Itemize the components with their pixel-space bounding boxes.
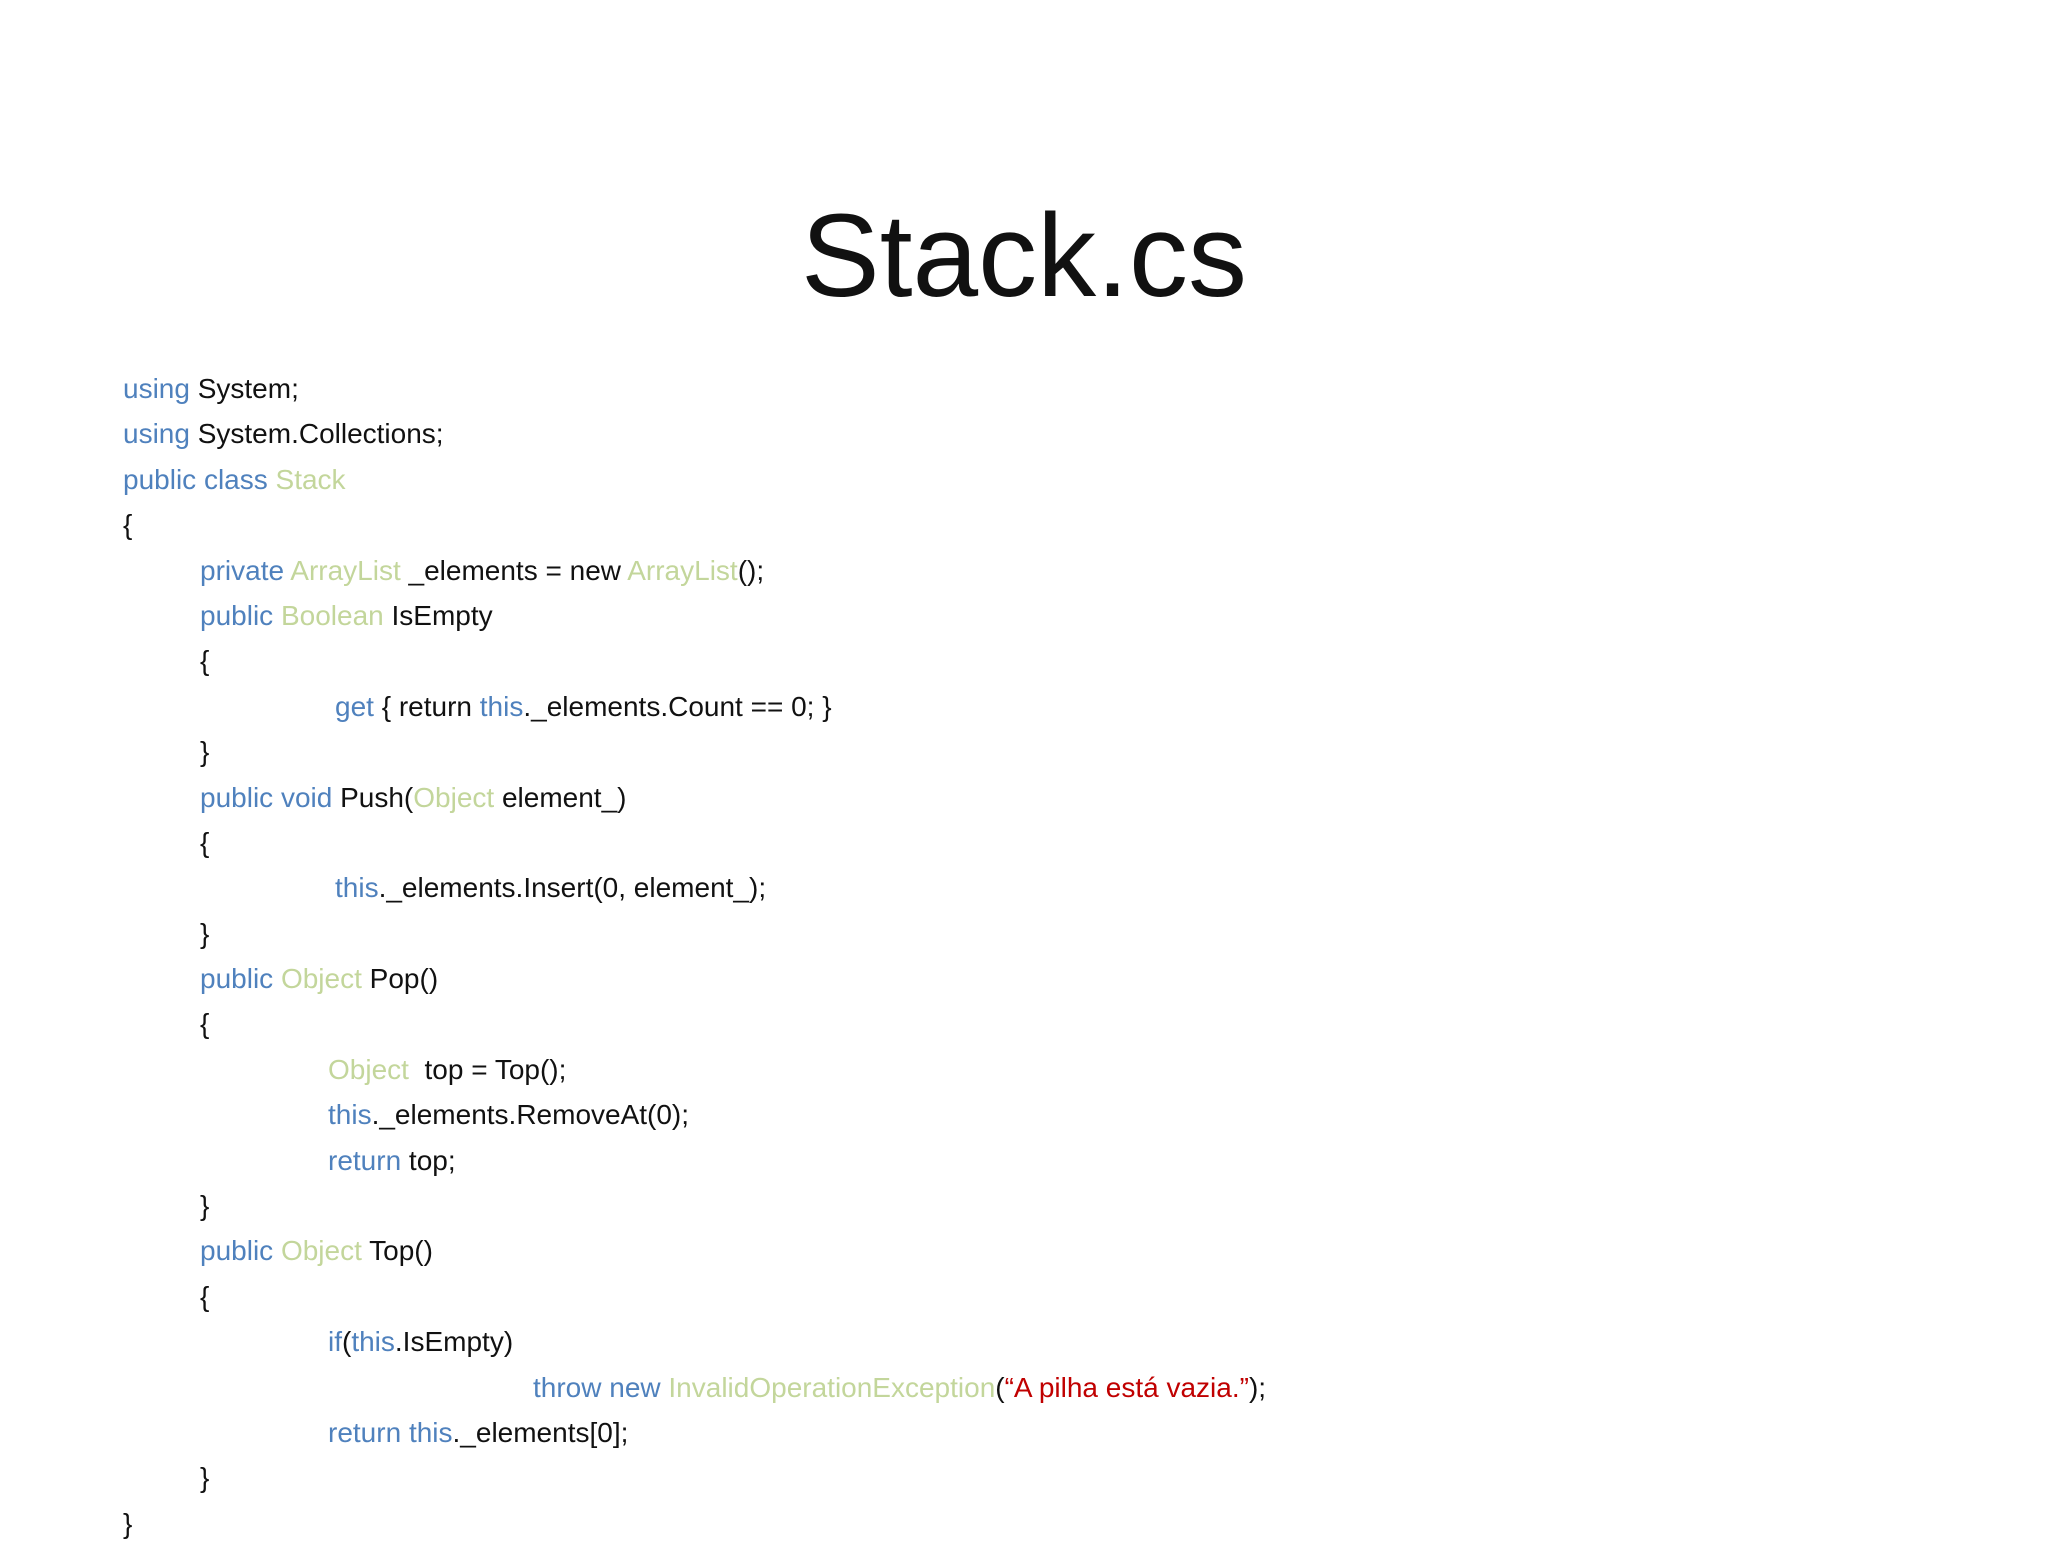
code-token-plain: _elements = new bbox=[400, 554, 628, 586]
code-token-plain: { bbox=[200, 1008, 210, 1040]
code-token-plain: Pop() bbox=[361, 963, 439, 995]
code-token-plain: ); bbox=[1248, 1371, 1267, 1403]
code-token-plain: System; bbox=[189, 373, 299, 404]
code-token-plain: Push( bbox=[332, 781, 414, 813]
code-token-keyword: return bbox=[328, 1416, 402, 1448]
code-token-keyword: public bbox=[200, 1235, 274, 1267]
code-token-plain: top; bbox=[401, 1144, 456, 1176]
code-line: public class Stack bbox=[123, 457, 1973, 502]
code-token-keyword: public void bbox=[200, 781, 333, 813]
code-line: { bbox=[123, 820, 1973, 865]
code-token-keyword: this bbox=[328, 1099, 372, 1131]
code-token-keyword: if bbox=[328, 1326, 342, 1358]
code-token-plain bbox=[273, 963, 281, 994]
code-token-keyword: throw new bbox=[533, 1371, 661, 1403]
code-line: this._elements.Insert(0, element_); bbox=[123, 865, 1973, 910]
code-token-type: Stack bbox=[275, 463, 346, 495]
code-token-plain: } bbox=[200, 736, 210, 768]
code-line: private ArrayList _elements = new ArrayL… bbox=[123, 548, 1973, 593]
code-token-plain: { bbox=[200, 826, 210, 858]
code-token-plain: element_) bbox=[494, 781, 627, 813]
code-line: } bbox=[123, 1501, 1973, 1546]
code-line: } bbox=[123, 729, 1973, 774]
code-token-plain: (); bbox=[737, 554, 765, 586]
code-token-type: Object bbox=[280, 963, 362, 995]
code-token-plain bbox=[268, 464, 276, 495]
code-line: } bbox=[123, 1455, 1973, 1500]
code-line: public Boolean IsEmpty bbox=[123, 593, 1973, 638]
code-token-plain: System.Collections; bbox=[189, 418, 444, 450]
code-line: get { return this._elements.Count == 0; … bbox=[123, 684, 1973, 729]
code-line: } bbox=[123, 1183, 1973, 1228]
code-line: { bbox=[123, 1274, 1973, 1319]
code-token-plain: } bbox=[200, 1462, 210, 1494]
code-token-plain: Top() bbox=[361, 1235, 433, 1267]
code-token-keyword: using bbox=[123, 373, 190, 404]
code-token-plain bbox=[273, 1235, 281, 1266]
code-token-keyword: return bbox=[328, 1144, 402, 1176]
code-line: { bbox=[123, 502, 1973, 547]
code-token-plain: { bbox=[123, 509, 133, 541]
code-line: public void Push(Object element_) bbox=[123, 775, 1973, 820]
code-token-plain: top = Top(); bbox=[408, 1053, 567, 1085]
code-token-type: Object bbox=[328, 1053, 409, 1085]
code-token-plain: { bbox=[200, 1280, 210, 1312]
code-token-keyword: public bbox=[200, 963, 274, 995]
code-token-plain: ( bbox=[995, 1371, 1005, 1403]
code-block: using System;using System.Collections;pu… bbox=[123, 366, 1973, 1546]
code-line: return this._elements[0]; bbox=[123, 1410, 1973, 1455]
code-token-type: InvalidOperationException bbox=[668, 1371, 996, 1403]
code-line: throw new InvalidOperationException(“A p… bbox=[123, 1365, 1973, 1410]
code-token-keyword: public class bbox=[123, 463, 268, 495]
slide-title: Stack.cs bbox=[801, 190, 1247, 323]
code-token-plain: { bbox=[200, 645, 210, 677]
code-token-keyword: private bbox=[200, 554, 285, 586]
code-line: } bbox=[123, 911, 1973, 956]
code-token-plain: ._elements.RemoveAt(0); bbox=[371, 1099, 690, 1131]
code-token-string: “A pilha está vazia.” bbox=[1004, 1371, 1249, 1403]
code-token-keyword: public bbox=[200, 599, 274, 631]
code-token-plain bbox=[273, 600, 281, 631]
code-line: Object top = Top(); bbox=[123, 1047, 1973, 1092]
code-line: public Object Pop() bbox=[123, 956, 1973, 1001]
code-line: this._elements.RemoveAt(0); bbox=[123, 1092, 1973, 1137]
code-token-plain: ( bbox=[342, 1326, 352, 1358]
code-token-plain: } bbox=[123, 1507, 133, 1539]
code-token-type: ArrayList bbox=[290, 554, 401, 586]
code-line: { bbox=[123, 638, 1973, 683]
code-token-plain bbox=[401, 1417, 409, 1448]
code-token-type: Object bbox=[413, 781, 495, 813]
code-line: if(this.IsEmpty) bbox=[123, 1319, 1973, 1364]
code-token-keyword: this bbox=[351, 1326, 395, 1358]
code-token-type: Boolean bbox=[280, 599, 384, 631]
code-token-keyword: this bbox=[479, 690, 524, 722]
code-token-plain: } bbox=[200, 917, 210, 949]
code-line: public Object Top() bbox=[123, 1228, 1973, 1273]
code-token-keyword: this bbox=[408, 1416, 453, 1448]
code-token-plain: ._elements[0]; bbox=[452, 1416, 629, 1448]
code-line: return top; bbox=[123, 1138, 1973, 1183]
code-token-plain: { return bbox=[373, 690, 480, 722]
code-line: using System; bbox=[123, 366, 1973, 411]
code-token-plain: ._elements.Insert(0, element_); bbox=[378, 872, 767, 904]
code-line: using System.Collections; bbox=[123, 411, 1973, 456]
code-token-keyword: get bbox=[335, 690, 374, 722]
code-token-keyword: using bbox=[123, 418, 190, 450]
code-token-plain: .IsEmpty) bbox=[394, 1326, 514, 1358]
code-line: { bbox=[123, 1001, 1973, 1046]
code-token-type: ArrayList bbox=[627, 554, 738, 586]
code-token-plain: ._elements.Count == 0; } bbox=[523, 690, 832, 722]
code-token-type: Object bbox=[280, 1235, 362, 1267]
code-token-plain: IsEmpty bbox=[383, 599, 493, 631]
code-token-keyword: this bbox=[335, 872, 379, 904]
code-token-plain: } bbox=[200, 1190, 210, 1222]
